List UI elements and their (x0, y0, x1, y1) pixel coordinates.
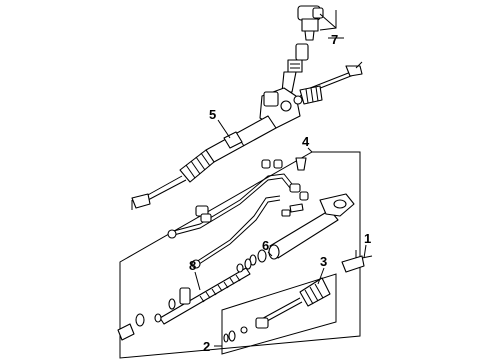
small-fittings (261, 157, 309, 217)
leader-lines (194, 10, 367, 347)
gear-housing (249, 193, 355, 266)
callout-4: 4 (302, 134, 310, 149)
rack-shaft (117, 258, 252, 341)
pinion-valve-assembly (281, 5, 324, 93)
callout-5: 5 (209, 107, 216, 122)
callout-6: 6 (262, 238, 269, 253)
callout-3: 3 (320, 254, 327, 269)
callout-2: 2 (203, 339, 210, 354)
callout-7: 7 (331, 32, 338, 47)
hydraulic-lines (167, 173, 301, 269)
steering-gear-housing (131, 61, 363, 210)
callout-8: 8 (189, 258, 196, 273)
outer-tie-rod-end (341, 250, 373, 273)
group-box-2 (221, 273, 337, 355)
callout-1: 1 (364, 231, 371, 246)
inner-tie-rod-kit (223, 277, 331, 343)
group-box-4 (119, 151, 361, 359)
